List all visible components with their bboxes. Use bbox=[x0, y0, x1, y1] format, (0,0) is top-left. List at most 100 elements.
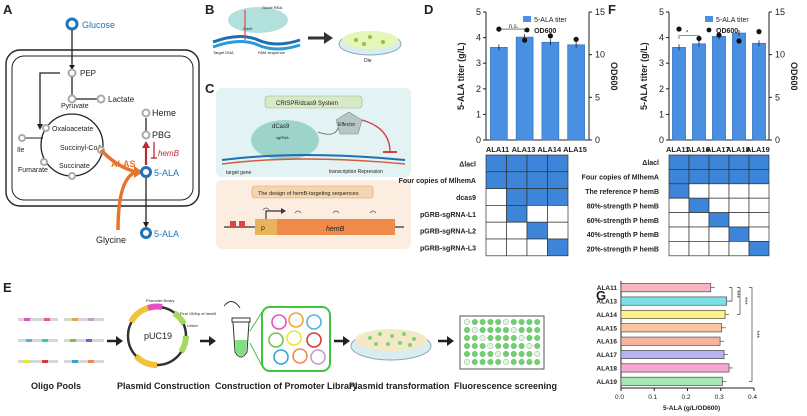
table-row-label: 80%-strength P hemB bbox=[587, 203, 659, 210]
table-row-label: Δlacl bbox=[459, 161, 476, 168]
y2-axis-label: OD600 bbox=[609, 62, 619, 91]
legend-bar-swatch bbox=[705, 16, 713, 22]
arrow-e2 bbox=[209, 336, 216, 346]
bar bbox=[712, 36, 726, 141]
effector-shape bbox=[335, 111, 363, 135]
x-tick-label: 0.3 bbox=[715, 394, 724, 401]
y-tick-label: 2 bbox=[659, 84, 664, 94]
table-cell bbox=[668, 183, 690, 199]
significance-label: n.s. bbox=[509, 24, 519, 30]
repression-label: transcription Repression bbox=[329, 169, 383, 175]
pep-label: PEP bbox=[80, 69, 96, 78]
heme-node bbox=[141, 108, 151, 118]
y-tick-label: 1 bbox=[476, 109, 481, 119]
bar bbox=[620, 363, 730, 373]
x-tick-label: ALA14 bbox=[537, 145, 562, 154]
legend-dot-swatch bbox=[706, 27, 712, 33]
pep-node bbox=[67, 68, 77, 78]
library-label: Construction of Promoter Library bbox=[215, 381, 358, 391]
plate-well bbox=[471, 327, 478, 334]
panel-label-d: D bbox=[424, 2, 433, 17]
panel-e-workflow: Oligo Pools pUC19 Promoter library First… bbox=[18, 298, 557, 391]
ala-external-node bbox=[140, 227, 152, 239]
legend-bar-label: 5-ALA titer bbox=[534, 17, 567, 24]
bar bbox=[567, 44, 585, 141]
table-cell bbox=[506, 205, 528, 223]
oxaloacetate-node bbox=[42, 124, 50, 132]
plate-well bbox=[479, 319, 486, 326]
table-row-label: pGRB-sgRNA-L2 bbox=[420, 229, 476, 236]
y2-tick-label: 10 bbox=[595, 50, 605, 60]
library-plasmids bbox=[268, 312, 326, 365]
fumarate-node bbox=[40, 158, 48, 166]
glucose-label: Glucose bbox=[82, 20, 115, 30]
plate-well bbox=[534, 327, 541, 334]
bar bbox=[732, 32, 746, 141]
y-tick-label: ALA17 bbox=[596, 352, 617, 359]
y-tick-label: ALA18 bbox=[596, 365, 617, 372]
od-point bbox=[522, 37, 528, 43]
plate-well bbox=[518, 343, 525, 350]
plate-well bbox=[503, 327, 510, 334]
plate-well bbox=[526, 351, 533, 358]
table-cell bbox=[748, 154, 770, 170]
table-cell bbox=[506, 154, 528, 173]
x-tick-label: ALA17 bbox=[706, 145, 730, 154]
lactate-label: Lactate bbox=[108, 95, 135, 104]
plate-well bbox=[487, 351, 494, 358]
oxaloacetate-label: Oxaloacetate bbox=[52, 126, 93, 133]
pyruvate-node bbox=[67, 94, 77, 104]
fumarate-label: Fumarate bbox=[18, 167, 48, 174]
plate-well bbox=[534, 335, 541, 342]
plate-well bbox=[510, 327, 517, 334]
panel-label-b: B bbox=[205, 2, 214, 17]
plate-well bbox=[479, 343, 486, 350]
significance-bracket bbox=[729, 287, 733, 302]
table-cell bbox=[708, 183, 730, 199]
y2-tick-label: 5 bbox=[595, 92, 600, 102]
plate-well bbox=[534, 351, 541, 358]
x-tick-label: 0.1 bbox=[648, 394, 657, 401]
panel-label-e: E bbox=[3, 280, 12, 295]
colonies bbox=[368, 332, 416, 347]
arrow-succinyl-coa bbox=[99, 148, 138, 174]
pipette bbox=[223, 301, 241, 309]
panel-label-c: C bbox=[205, 81, 215, 96]
plate-well bbox=[503, 351, 510, 358]
x-tick-label: 0.2 bbox=[682, 394, 691, 401]
glycine-label: Glycine bbox=[96, 235, 126, 245]
plate-well bbox=[503, 319, 510, 326]
plate-well bbox=[479, 335, 486, 342]
table-cell bbox=[526, 238, 548, 257]
plate-well bbox=[495, 319, 502, 326]
table-cell bbox=[728, 154, 750, 170]
succinate-node bbox=[68, 172, 76, 180]
table-cell bbox=[708, 226, 730, 242]
table-cell bbox=[748, 212, 770, 228]
table-cell bbox=[668, 197, 690, 213]
target-gene-label: target gene bbox=[226, 170, 252, 176]
table-cell bbox=[688, 226, 710, 242]
table-cell bbox=[688, 212, 710, 228]
plate-well bbox=[510, 319, 517, 326]
y2-tick-label: 15 bbox=[775, 7, 785, 17]
panel-a-pathway: Glucose PEP Pyruvate Lactate Oxaloacetat… bbox=[5, 17, 200, 245]
table-cell bbox=[485, 205, 507, 223]
table-cell bbox=[668, 169, 690, 185]
significance-label: *** bbox=[741, 297, 748, 305]
x-tick-label: ALA18 bbox=[726, 145, 750, 154]
succinate-label: Succinate bbox=[59, 163, 90, 170]
panel-label-f: F bbox=[608, 2, 616, 17]
plate-well bbox=[464, 327, 471, 334]
table-cell bbox=[748, 241, 770, 257]
first-bp-label: First 150bp of hemB bbox=[180, 311, 216, 316]
plasmid-construction-label: Plasmid Construction bbox=[117, 381, 210, 391]
effector-label: Effector bbox=[338, 122, 355, 128]
legend-dot-swatch bbox=[524, 27, 530, 33]
arrowhead bbox=[143, 222, 149, 228]
arrow-glycine bbox=[116, 170, 137, 231]
table-cell bbox=[688, 241, 710, 257]
repression-arrow bbox=[361, 119, 391, 153]
